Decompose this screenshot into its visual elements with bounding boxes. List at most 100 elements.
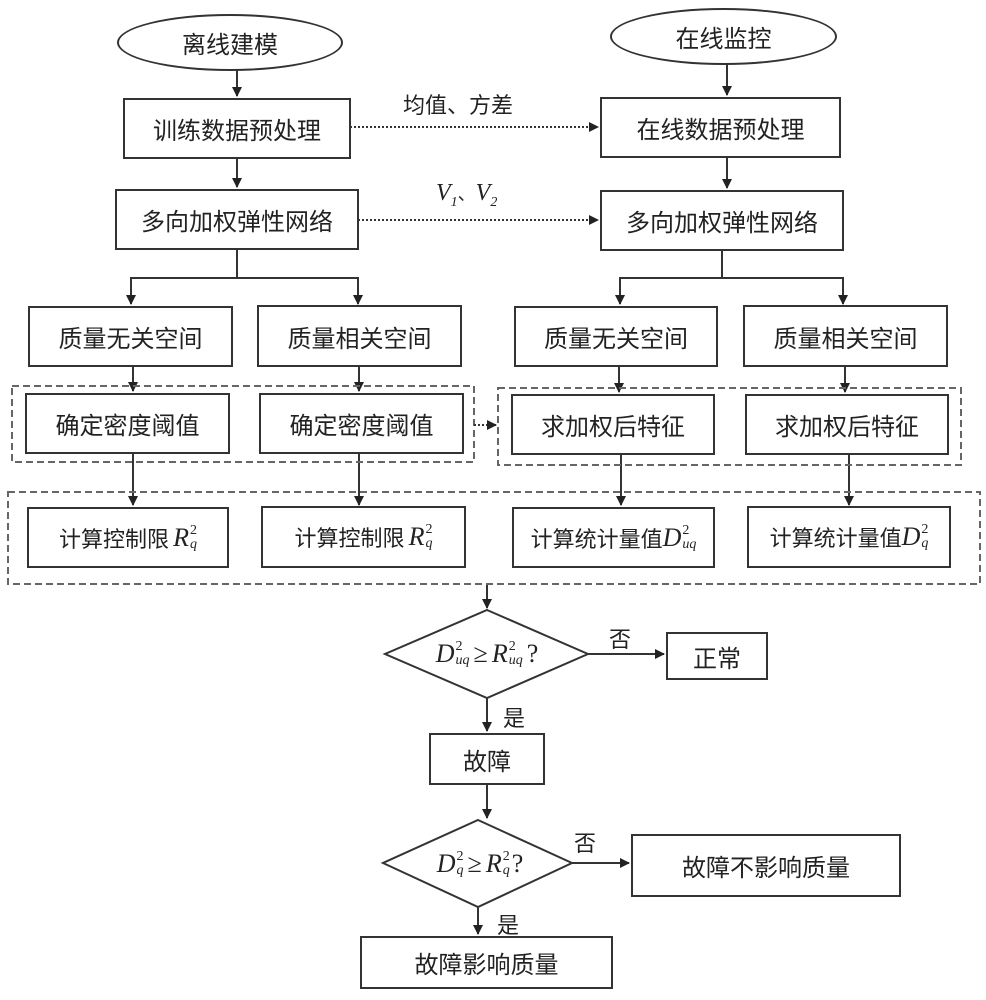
offline-start-label: 离线建模 [182, 31, 278, 59]
normal-label: 正常 [693, 644, 741, 673]
decision1-no-label: 否 [609, 628, 632, 653]
v2-symbol: V [475, 180, 491, 206]
sub: uq [682, 536, 697, 552]
offline-space-related-node: 质量相关空间 [257, 305, 462, 367]
offline-space-unrelated-node: 质量无关空间 [28, 306, 233, 367]
offline-network-branch [126, 249, 238, 305]
online-stat2-label: 计算统计量值 [769, 527, 902, 552]
offline-start-node: 离线建模 [117, 14, 343, 71]
offline-network-label: 多向加权弹性网络 [141, 208, 333, 236]
fault-node: 故障 [429, 733, 545, 785]
d2-lhs: D [436, 849, 456, 878]
fault-quality-node: 故障影响质量 [360, 936, 613, 989]
offline-limit1-var: R [173, 522, 189, 552]
v1-subscript: 1 [450, 194, 458, 210]
decision1-yes-label: 是 [503, 707, 526, 732]
online-feature2-node: 求加权后特征 [745, 394, 949, 455]
offline-threshold2-node: 确定密度阈值 [259, 393, 464, 454]
online-stat1-label: 计算统计量值 [530, 527, 663, 553]
sub: q [425, 536, 433, 551]
d2-op: ≥ [467, 849, 482, 878]
online-network-node: 多向加权弹性网络 [600, 190, 844, 251]
d1-op: ≥ [473, 639, 488, 668]
compute-group [7, 491, 981, 585]
online-start-node: 在线监控 [610, 8, 837, 65]
offline-limit1-label: 计算控制限 [59, 527, 170, 553]
online-network-label: 多向加权弹性网络 [626, 209, 818, 237]
transfer-mean-var-label: 均值、方差 [403, 94, 514, 119]
offline-space-unrelated-label: 质量无关空间 [58, 325, 203, 353]
online-space-unrelated-label: 质量无关空间 [544, 325, 688, 353]
sub: q [502, 863, 510, 878]
fault-label: 故障 [463, 747, 511, 776]
offline-network-node: 多向加权弹性网络 [115, 189, 359, 250]
offline-threshold1-label: 确定密度阈值 [55, 412, 200, 440]
sup: 2 [502, 849, 510, 864]
online-preprocess-node: 在线数据预处理 [600, 97, 841, 158]
sub: q [921, 536, 929, 551]
sup: 2 [425, 522, 433, 537]
sup: 2 [455, 639, 463, 654]
online-space-related-label: 质量相关空间 [773, 324, 918, 353]
sub: q [189, 536, 197, 552]
transfer-v-label: V1、V2 [436, 180, 497, 211]
decision1-shape [382, 608, 591, 700]
online-space-unrelated-node: 质量无关空间 [514, 306, 718, 367]
offline-space-related-label: 质量相关空间 [287, 324, 432, 353]
online-stat2-var: D [901, 522, 921, 551]
decision2-shape [380, 818, 575, 909]
normal-node: 正常 [666, 632, 768, 680]
v2-subscript: 2 [490, 194, 498, 210]
online-stat1-var: D [662, 522, 682, 552]
sup: 2 [189, 522, 197, 538]
online-space-related-node: 质量相关空间 [743, 305, 948, 367]
d2-rhs: R [485, 849, 502, 878]
online-network-branch [615, 250, 723, 305]
fault-no-quality-node: 故障不影响质量 [631, 834, 901, 897]
sup: 2 [508, 639, 516, 654]
d1-rhs: R [491, 639, 508, 668]
offline-threshold1-node: 确定密度阈值 [25, 393, 230, 454]
d1-lhs: D [435, 639, 455, 668]
sup: 2 [682, 522, 690, 538]
d2-q: ? [511, 849, 524, 878]
sub: q [456, 863, 464, 878]
fault-no-quality-label: 故障不影响质量 [682, 854, 850, 882]
sup: 2 [921, 522, 929, 537]
sub: uq [508, 653, 523, 668]
offline-network-branch-right [237, 277, 363, 305]
offline-preprocess-node: 训练数据预处理 [123, 98, 351, 159]
fault-quality-label: 故障影响质量 [414, 951, 559, 979]
offline-limit2-label: 计算控制限 [294, 527, 405, 552]
online-feature-group [497, 387, 962, 466]
v1-symbol: V [436, 180, 451, 206]
online-network-branch-right [722, 277, 848, 305]
v-separator: 、 [457, 184, 476, 205]
d1-q: ? [526, 639, 539, 668]
offline-preprocess-label: 训练数据预处理 [153, 117, 321, 145]
decision2-no-label: 否 [574, 832, 597, 857]
online-feature1-label: 求加权后特征 [541, 413, 685, 441]
sup: 2 [456, 849, 464, 864]
online-feature1-node: 求加权后特征 [511, 394, 715, 455]
decision2-yes-label: 是 [497, 914, 520, 939]
offline-threshold2-label: 确定密度阈值 [289, 412, 434, 440]
online-feature2-label: 求加权后特征 [775, 413, 919, 441]
offline-limit2-var: R [408, 522, 425, 551]
sub: uq [455, 653, 470, 668]
